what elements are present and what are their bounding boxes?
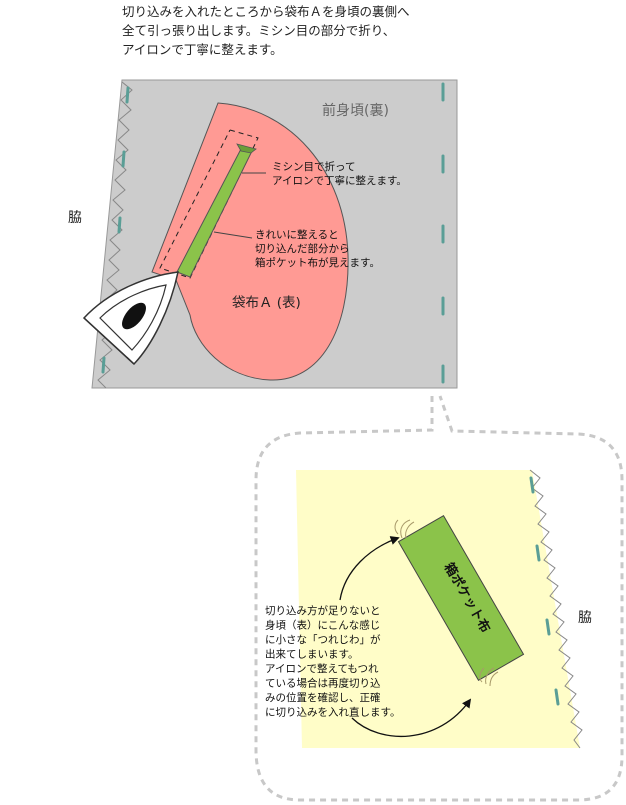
box-pocket-piece — [397, 515, 525, 681]
side-label-top: 脇 — [68, 210, 82, 226]
tsure-note-line: 身頃（表）にこんな感じ — [265, 619, 380, 632]
visible-note: きれいに整えると 切り込んだ部分から 箱ポケット布が見えます。 — [255, 228, 380, 269]
zoom-bubble — [254, 395, 624, 802]
tsure-note-line: みの位置を確認し、正確 — [265, 691, 381, 704]
wrinkle-marks — [394, 519, 499, 687]
arrow-up-icon — [339, 536, 400, 601]
pinked-edge — [97, 81, 133, 389]
tsure-note-line: 出来てしまいます。 — [265, 648, 358, 661]
pocket-bag-a — [151, 102, 349, 381]
tsure-note-line: に小さな「つれじわ」が — [265, 633, 381, 646]
svg-text:切り込んだ部分から: 切り込んだ部分から — [255, 242, 350, 255]
side-label-zoom: 脇 — [578, 610, 592, 626]
arrow-down-icon — [351, 698, 472, 738]
front-body-label: 前身頃(裏) — [322, 102, 389, 119]
svg-text:箱ポケット布が見えます。: 箱ポケット布が見えます。 — [255, 256, 380, 269]
svg-text:ミシン目で折って: ミシン目で折って — [272, 160, 355, 173]
tsure-note-line: 切り込み方が足りないと — [265, 604, 381, 617]
pocket-bag-label: 袋布Ａ (表) — [232, 295, 301, 311]
tsure-note-line: ている場合は再度切り込 — [265, 677, 381, 690]
tsure-note-line: に切り込みを入れ直します。 — [265, 706, 400, 719]
stitch-line — [159, 129, 259, 279]
tsure-note-line: アイロンで整えてもつれ — [265, 662, 379, 675]
tsure-note: 切り込み方が足りないと身頃（表）にこんな感じに小さな「つれじわ」が出来てしまいま… — [265, 604, 400, 719]
iron-icon — [82, 271, 179, 366]
svg-text:アイロンで丁寧に整えます。: アイロンで丁寧に整えます。 — [272, 174, 407, 187]
svg-text:きれいに整えると: きれいに整えると — [255, 228, 339, 241]
pinked-edge — [529, 469, 583, 749]
fold-note: ミシン目で折って アイロンで丁寧に整えます。 — [272, 160, 407, 187]
intro-text: 切り込みを入れたところから袋布Ａを身頃の裏側へ 全て引っ張り出します。ミシン目の… — [122, 4, 410, 57]
